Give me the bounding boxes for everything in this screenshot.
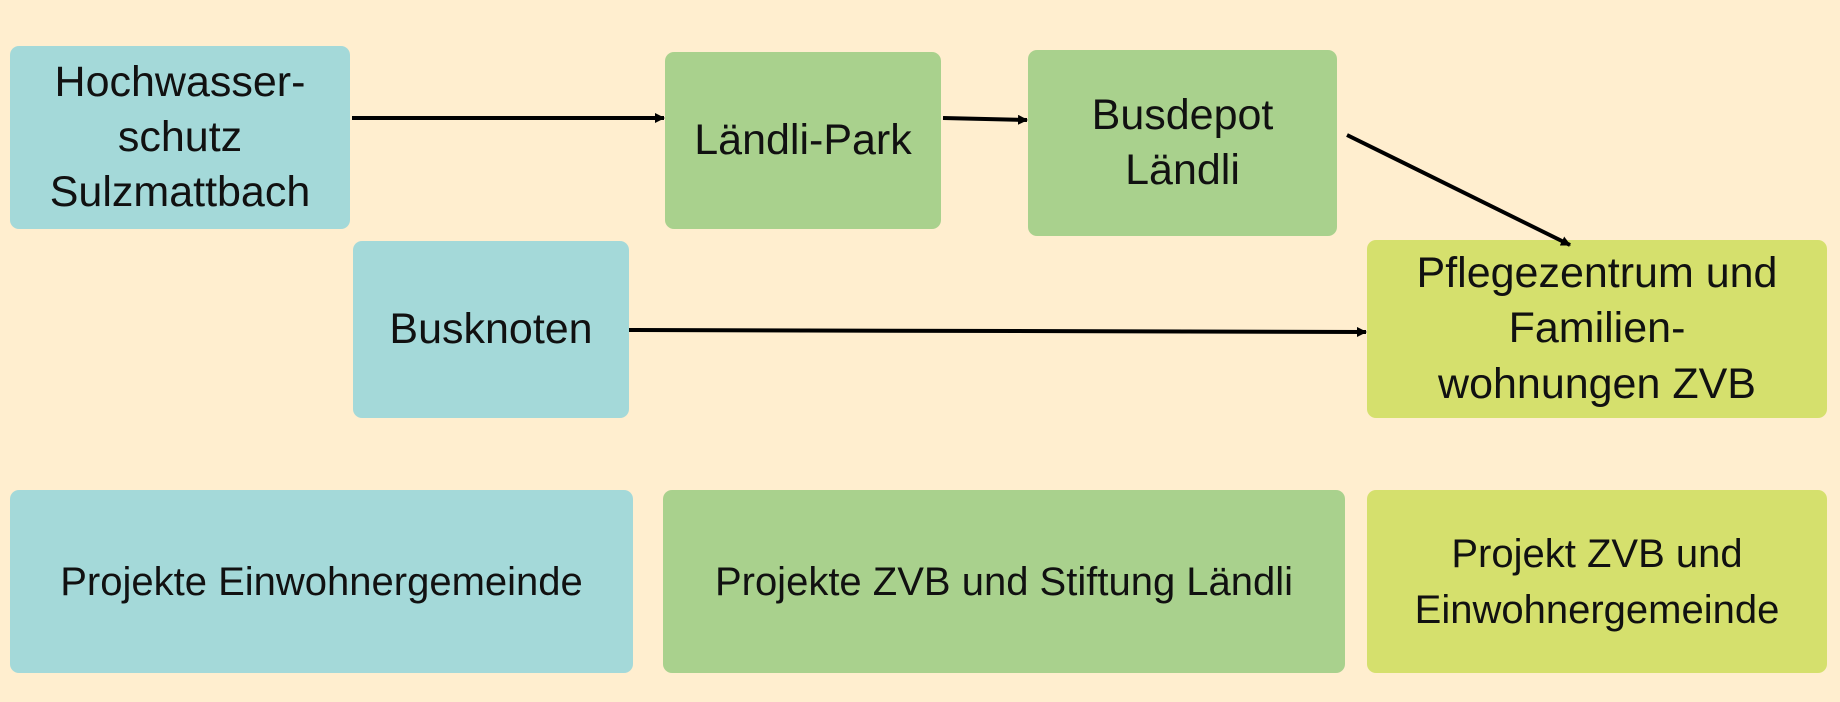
node-pflegezentrum-familienwohnungen: Pflegezentrum und Familien- wohnungen ZV… bbox=[1367, 240, 1827, 418]
node-busknoten: Busknoten bbox=[353, 241, 629, 418]
arrow-busknoten-to-pflegezentrum bbox=[628, 326, 1367, 337]
arrow-busdepot-to-pflegezentrum bbox=[1346, 133, 1571, 247]
node-busdepot-laendli: Busdepot Ländli bbox=[1028, 50, 1337, 236]
arrow-laendli-park-to-busdepot bbox=[942, 114, 1028, 125]
legend-projekte-einwohnergemeinde: Projekte Einwohnergemeinde bbox=[10, 490, 633, 673]
legend-projekte-zvb-stiftung-laendli: Projekte ZVB und Stiftung Ländli bbox=[663, 490, 1345, 673]
legend-projekt-zvb-einwohnergemeinde: Projekt ZVB und Einwohnergemeinde bbox=[1367, 490, 1827, 673]
node-laendli-park: Ländli-Park bbox=[665, 52, 941, 229]
node-hochwasserschutz-sulzmattbach: Hochwasser- schutz Sulzmattbach bbox=[10, 46, 350, 229]
